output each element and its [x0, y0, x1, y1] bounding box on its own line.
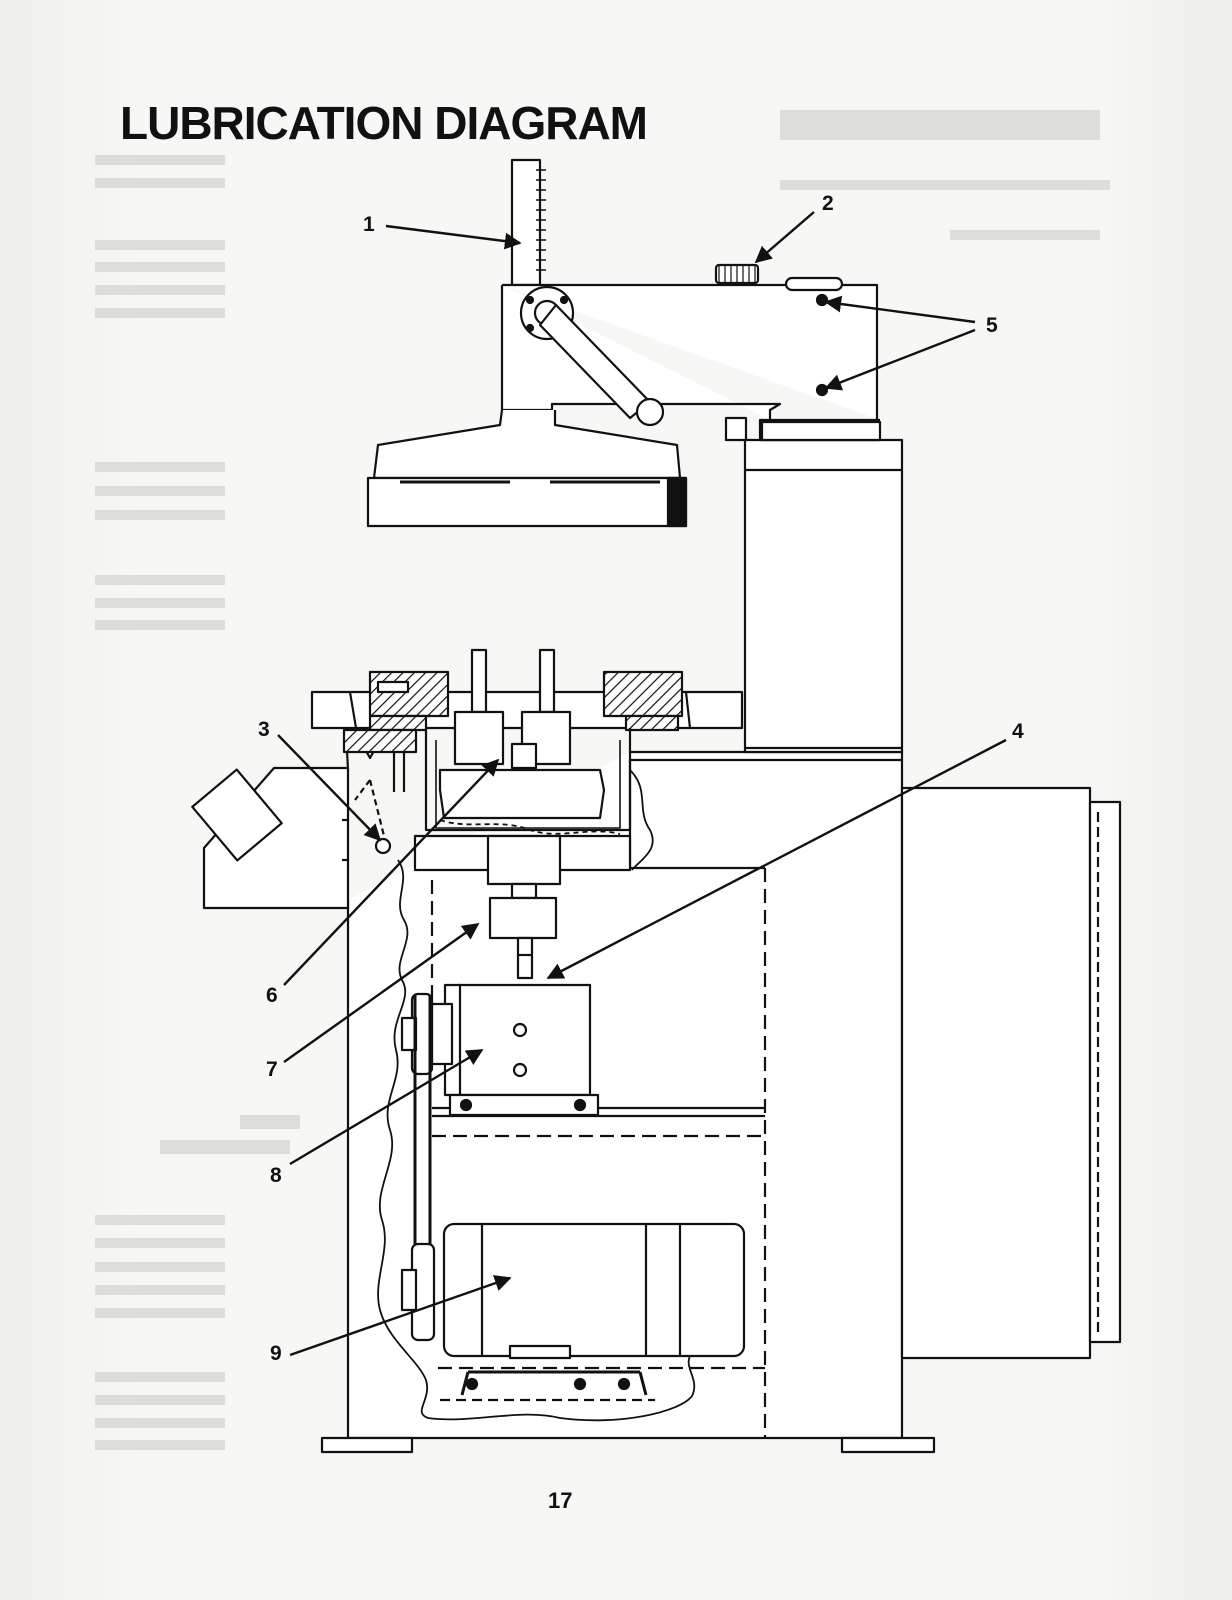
side-door-panel [900, 786, 1122, 1360]
spindle-head-drawing [342, 648, 632, 900]
gearbox-drawing [400, 983, 600, 1117]
callout-label-9: 9 [270, 1342, 282, 1365]
callout-label-3: 3 [258, 718, 270, 741]
cutaway-lines [377, 769, 696, 1422]
leader-5b [824, 328, 976, 391]
leader-9 [289, 1275, 512, 1357]
callout-label-5: 5 [986, 314, 998, 337]
callout-label-4: 4 [1012, 720, 1024, 743]
leader-arrows [277, 211, 1007, 1357]
leader-1 [385, 224, 522, 250]
coupling-drawing [488, 896, 558, 980]
callout-label-6: 6 [266, 984, 278, 1007]
callout-label-1: 1 [363, 213, 375, 236]
upper-head [366, 158, 882, 528]
control-box [191, 766, 350, 910]
leader-2 [754, 211, 815, 264]
leader-4 [546, 738, 1007, 980]
page-number: 17 [548, 1488, 573, 1513]
page-title: LUBRICATION DIAGRAM [120, 97, 648, 149]
leader-8 [289, 1048, 484, 1166]
leader-3 [277, 734, 382, 842]
callout-label-2: 2 [822, 192, 834, 215]
leader-6 [283, 758, 500, 986]
leader-7 [283, 923, 480, 1063]
callout-label-7: 7 [266, 1058, 278, 1081]
motor-drawing [400, 1222, 746, 1402]
leader-5a [824, 295, 976, 324]
column-tower [628, 438, 904, 870]
callout-label-8: 8 [270, 1164, 282, 1187]
